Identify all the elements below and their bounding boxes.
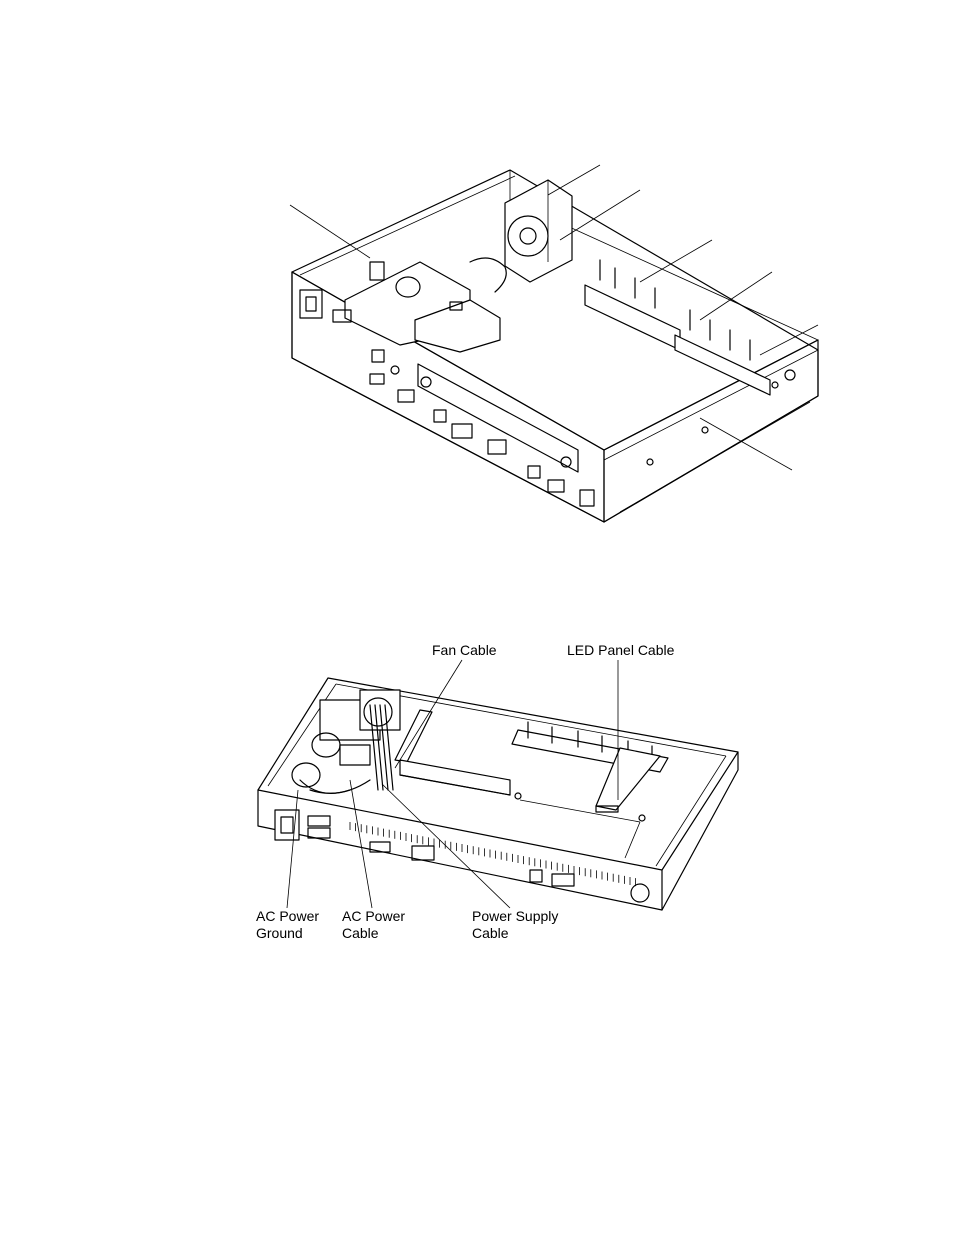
ac-power-cable-line1: AC Power (342, 908, 406, 924)
ac-power-ground-line2: Ground (256, 925, 303, 941)
ac-power-cable-line2: Cable (342, 925, 379, 941)
power-supply-cable-line2: Cable (472, 925, 509, 941)
ac-power-ground-label: AC Power Ground (256, 908, 319, 942)
chassis-diagram-top (289, 164, 819, 523)
led-panel-cable-label: LED Panel Cable (567, 642, 675, 658)
power-supply-cable-label: Power Supply Cable (472, 908, 558, 942)
ac-power-cable-label: AC Power Cable (342, 908, 405, 942)
power-supply-cable-line1: Power Supply (472, 908, 559, 924)
fan-cable-label: Fan Cable (432, 642, 497, 658)
ac-power-ground-line1: AC Power (256, 908, 320, 924)
